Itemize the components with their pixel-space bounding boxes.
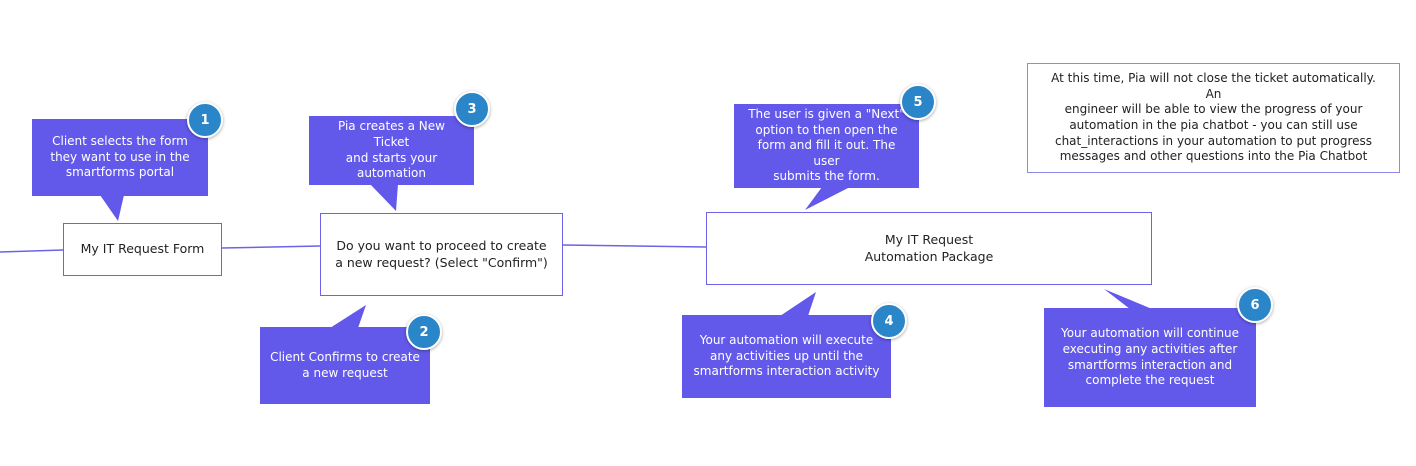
step-badge-6: 6 <box>1237 287 1273 323</box>
confirm-prompt-label: Do you want to proceed to create a new r… <box>335 237 548 270</box>
callout-1: Client selects the form they want to use… <box>32 119 208 196</box>
callout-2: Client Confirms to create a new request <box>260 327 430 404</box>
step-badge-5: 5 <box>900 84 936 120</box>
callout-1-text: Client selects the form they want to use… <box>50 134 190 180</box>
callout-6-tail <box>1104 289 1152 309</box>
callout-3-text: Pia creates a New Ticket and starts your… <box>338 119 445 181</box>
automation-package-label: My IT Request Automation Package <box>864 231 994 264</box>
callout-3-tail <box>370 184 398 211</box>
form-node[interactable]: My IT Request Form <box>63 223 222 276</box>
automation-package-node[interactable]: My IT Request Automation Package <box>706 212 1152 285</box>
connector-start <box>0 249 64 253</box>
callout-5-tail <box>805 187 850 210</box>
callout-6: Your automation will continue executing … <box>1044 308 1256 407</box>
callout-2-text: Client Confirms to create a new request <box>270 349 420 380</box>
callout-5-text: The user is given a "Next" option to the… <box>748 107 905 184</box>
callout-1-tail <box>100 195 124 221</box>
callout-4-text: Your automation will execute any activit… <box>693 333 880 379</box>
step-badge-4: 4 <box>871 303 907 339</box>
callout-5: The user is given a "Next" option to the… <box>734 104 919 188</box>
callout-4-tail <box>780 292 816 316</box>
step-badge-3: 3 <box>454 91 490 127</box>
form-node-label: My IT Request Form <box>80 241 205 257</box>
step-badge-2: 2 <box>406 314 442 350</box>
callout-2-tail <box>330 305 366 328</box>
callout-3: Pia creates a New Ticket and starts your… <box>309 116 474 185</box>
step-badge-1: 1 <box>187 102 223 138</box>
callout-6-text: Your automation will continue executing … <box>1060 326 1240 388</box>
callout-4: Your automation will execute any activit… <box>682 315 891 398</box>
info-note: At this time, Pia will not close the tic… <box>1027 63 1400 173</box>
confirm-prompt-node[interactable]: Do you want to proceed to create a new r… <box>320 213 563 296</box>
connector-prompt-to-package <box>562 244 707 248</box>
info-note-text: At this time, Pia will not close the tic… <box>1051 71 1376 164</box>
connector-form-to-prompt <box>221 245 321 249</box>
